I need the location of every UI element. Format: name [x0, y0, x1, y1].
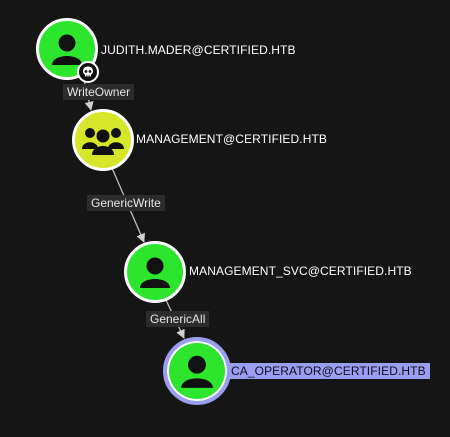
node-label-management-svc: MANAGEMENT_SVC@CERTIFIED.HTB: [189, 264, 412, 278]
node-management-svc[interactable]: [124, 241, 186, 303]
edge-label-writeowner[interactable]: WriteOwner: [63, 84, 135, 100]
user-icon: [52, 34, 82, 65]
user-icon: [140, 257, 170, 288]
group-icon: [82, 128, 124, 155]
node-ca-operator[interactable]: [163, 337, 231, 405]
node-management[interactable]: [72, 109, 134, 171]
edge-label-genericwrite[interactable]: GenericWrite: [87, 195, 165, 211]
owned-badge: [77, 61, 99, 83]
edge-label-genericall[interactable]: GenericAll: [146, 311, 210, 327]
skull-icon: [83, 66, 93, 77]
user-icon: [181, 355, 213, 388]
node-label-judith-mader: JUDITH.MADER@CERTIFIED.HTB: [101, 43, 296, 57]
node-label-ca-operator: CA_OPERATOR@CERTIFIED.HTB: [229, 363, 430, 379]
node-label-management: MANAGEMENT@CERTIFIED.HTB: [136, 132, 328, 146]
